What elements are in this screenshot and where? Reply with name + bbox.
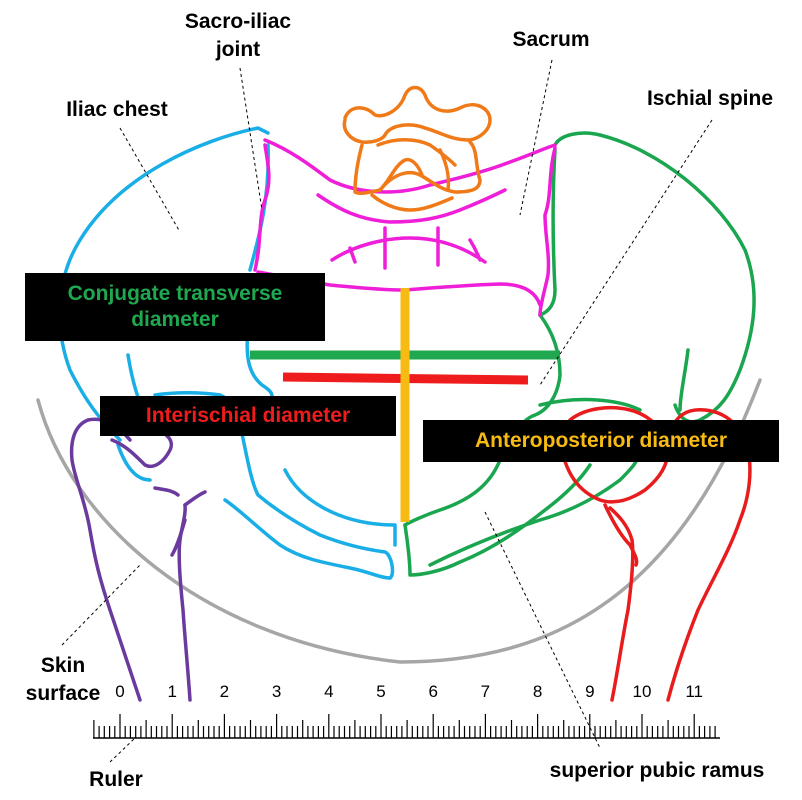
left-femur: [69, 417, 207, 702]
skin-surface-label-line2: surface: [26, 682, 101, 705]
iliac-chest-leader: [119, 127, 181, 233]
anteroposterior-label-box: Anteroposterior diameter: [423, 420, 779, 462]
ruler-number: 7: [481, 682, 490, 701]
ruler-leader: [109, 737, 136, 763]
ruler-number: 5: [376, 682, 385, 701]
iliac-chest-label: Iliac chest: [66, 98, 168, 121]
ischial-spine-leader: [539, 119, 713, 386]
ruler-number: 9: [585, 682, 594, 701]
conjugate-transverse-label-box: Conjugate transverse diameter: [25, 273, 325, 341]
conjugate-transverse-label-line2: diameter: [131, 308, 219, 331]
ruler-label: Ruler: [89, 768, 143, 791]
skin-surface-label: Skin: [41, 654, 85, 677]
ruler-number: 2: [220, 682, 229, 701]
conjugate-transverse-label: Conjugate transverse: [68, 282, 283, 305]
superior-pubic-ramus-label: superior pubic ramus: [550, 759, 765, 782]
ruler-number: 6: [428, 682, 437, 701]
ruler-numbers: 0 1 2 3 4 5 6 7 8 9 10 11: [115, 682, 703, 701]
ruler-number: 11: [685, 682, 703, 701]
ruler-number: 1: [167, 682, 176, 701]
anteroposterior-label: Anteroposterior diameter: [475, 429, 727, 452]
ruler-number: 3: [272, 682, 281, 701]
skin-leader: [61, 564, 141, 646]
pubic-ramus-leader: [484, 511, 601, 749]
right-femur: [558, 405, 752, 702]
ruler-number: 4: [324, 682, 333, 701]
interischial-label: Interischial diameter: [146, 404, 350, 427]
ruler-number: 0: [115, 682, 124, 701]
ruler-ticks: [93, 714, 716, 738]
sacroiliac-label-line2: joint: [215, 38, 260, 61]
ruler-number: 8: [533, 682, 542, 701]
ischial-spine-label: Ischial spine: [647, 87, 773, 110]
ruler: 0 1 2 3 4 5 6 7 8 9 10 11: [93, 682, 720, 739]
interischial-label-box: Interischial diameter: [100, 396, 396, 436]
sacrum-label: Sacrum: [512, 28, 589, 51]
lumbar-vertebra: [342, 85, 492, 212]
sacrum-leader: [519, 59, 553, 216]
sacroiliac-leader: [239, 67, 263, 211]
sacroiliac-label: Sacro-iliac: [185, 10, 292, 33]
ruler-number: 10: [633, 682, 652, 701]
skin-surface-outline: [36, 378, 762, 664]
